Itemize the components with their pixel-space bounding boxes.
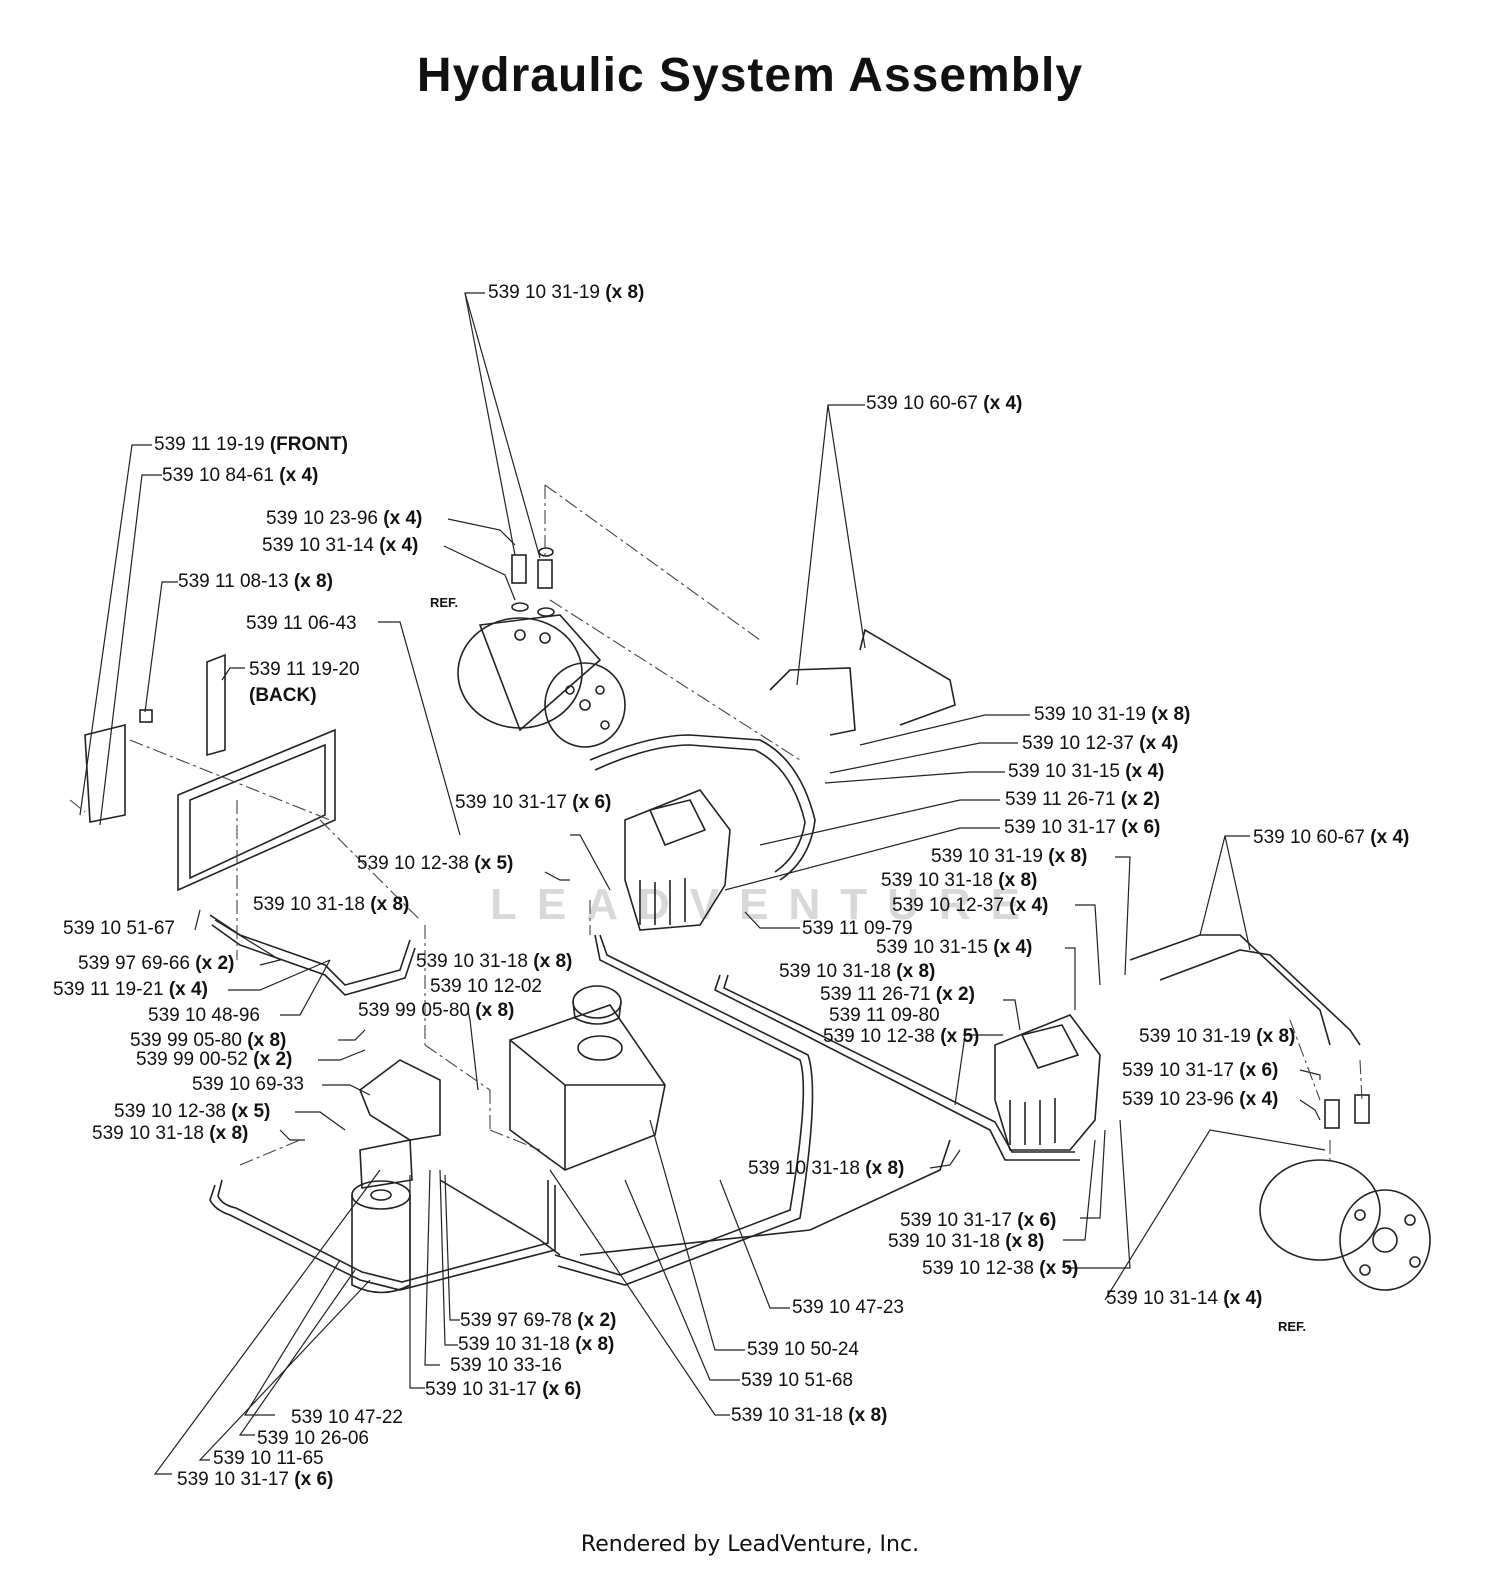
callout-label: 539 10 31-18 (x 8) — [748, 1158, 905, 1179]
callout-label: 539 10 60-67 (x 4) — [1253, 827, 1410, 848]
callout-label: 539 99 05-80 (x 8) — [130, 1030, 287, 1051]
center-pump — [624, 789, 731, 931]
callout-label: 539 10 12-02 — [430, 976, 542, 997]
callout-label: 539 10 31-14 (x 4) — [1106, 1288, 1263, 1309]
callout-label: 539 10 31-19 (x 8) — [1034, 704, 1191, 725]
callout-label: 539 10 31-17 (x 6) — [1122, 1060, 1279, 1081]
watermark: LEADVENTURE — [490, 880, 1041, 929]
callout-label: 539 10 31-15 (x 4) — [1008, 761, 1165, 782]
alignment-lines — [69, 484, 1363, 1166]
callout-label: 539 10 31-18 (x 8) — [416, 951, 573, 972]
callout-label: 539 10 12-38 (x 5) — [823, 1026, 980, 1047]
callout-label: 539 10 47-22 — [291, 1407, 403, 1428]
callout-label: 539 10 12-37 (x 4) — [1022, 733, 1179, 754]
callout-label: 539 97 69-78 (x 2) — [460, 1310, 617, 1331]
fitting — [537, 559, 553, 589]
callout-label: 539 10 31-14 (x 4) — [262, 535, 419, 556]
callout-label: 539 11 26-71 (x 2) — [1005, 789, 1160, 810]
callout-label: 539 10 47-23 — [792, 1297, 904, 1318]
callout-label: 539 10 84-61 (x 4) — [162, 465, 319, 486]
callout-label: 539 10 48-96 — [148, 1005, 260, 1026]
page-title: Hydraulic System Assembly — [416, 49, 1084, 102]
callout-label: (BACK) — [249, 685, 317, 706]
callout-label: 539 10 31-17 (x 6) — [1004, 817, 1161, 838]
footer-credit: Rendered by LeadVenture, Inc. — [580, 1532, 920, 1557]
callout-label: 539 99 05-80 (x 8) — [358, 1000, 515, 1021]
callout-label: 539 10 12-37 (x 4) — [892, 895, 1049, 916]
callout-label: 539 10 11-65 — [213, 1448, 324, 1469]
ref-label-right: REF. — [1278, 1319, 1307, 1334]
callout-label: 539 10 12-38 (x 5) — [114, 1101, 271, 1122]
callout-label: 539 10 31-18 (x 8) — [881, 870, 1038, 891]
callout-label: 539 10 69-33 — [192, 1074, 304, 1095]
callout-label: 539 10 31-15 (x 4) — [876, 937, 1033, 958]
callout-label: 539 10 51-67 — [63, 918, 175, 939]
right-wheel-motor — [1259, 1159, 1431, 1291]
callout-label: 539 10 26-06 — [257, 1428, 369, 1449]
callout-label: 539 97 69-66 (x 2) — [78, 953, 235, 974]
back-bracket — [206, 653, 226, 757]
callout-label: 539 10 60-67 (x 4) — [866, 393, 1023, 414]
callout-label: 539 10 31-18 (x 8) — [253, 894, 410, 915]
mount-bracket — [359, 1059, 441, 1141]
callout-label: 539 10 51-68 — [741, 1370, 853, 1391]
callout-label: 539 10 50-24 — [747, 1339, 859, 1360]
callout-label: 539 11 09-80 — [829, 1005, 940, 1026]
callout-label: 539 10 23-96 (x 4) — [1122, 1089, 1279, 1110]
callout-label: 539 10 12-38 (x 5) — [922, 1258, 1079, 1279]
callout-label: 539 10 31-17 (x 6) — [177, 1469, 334, 1490]
callout-label: 539 10 23-96 (x 4) — [266, 508, 423, 529]
callout-label: 539 11 06-43 — [246, 613, 357, 634]
callout-label: 539 10 12-38 (x 5) — [357, 853, 514, 874]
callout-label: 539 10 31-18 (x 8) — [888, 1231, 1045, 1252]
callout-label: 539 10 31-18 (x 8) — [458, 1334, 615, 1355]
callout-label: 539 10 31-18 (x 8) — [731, 1405, 888, 1426]
fitting — [511, 554, 527, 584]
reservoir-tank — [509, 985, 666, 1171]
callout-label: 539 11 19-20 — [249, 659, 360, 680]
callout-label: 539 10 31-19 (x 8) — [1139, 1026, 1296, 1047]
callout-label: 539 11 26-71 (x 2) — [820, 984, 975, 1005]
callout-label: 539 10 33-16 — [450, 1355, 562, 1376]
oil-filter — [351, 1139, 413, 1294]
callout-label: 539 11 08-13 (x 8) — [178, 571, 333, 592]
callout-label: 539 10 31-19 (x 8) — [931, 846, 1088, 867]
callout-label: 539 99 00-52 (x 2) — [136, 1049, 293, 1070]
callout-label: 539 10 31-19 (x 8) — [488, 282, 645, 303]
callout-label: 539 10 31-17 (x 6) — [455, 792, 612, 813]
callout-label: 539 10 31-17 (x 6) — [425, 1379, 582, 1400]
right-pump — [994, 1014, 1101, 1151]
ref-label-left: REF. — [430, 595, 459, 610]
callout-label: 539 11 19-19 (FRONT) — [154, 434, 348, 455]
callout-label: 539 11 09-79 — [802, 918, 913, 939]
leader-lines — [79, 292, 1326, 1475]
callout-label: 539 10 31-18 (x 8) — [92, 1123, 249, 1144]
left-wheel-motor — [457, 614, 626, 748]
callout-label: 539 10 31-17 (x 6) — [900, 1210, 1057, 1231]
callout-label: 539 11 19-21 (x 4) — [53, 979, 208, 1000]
oil-cooler — [177, 728, 336, 892]
hoses — [209, 628, 1361, 1291]
callout-label: 539 10 31-18 (x 8) — [779, 961, 936, 982]
